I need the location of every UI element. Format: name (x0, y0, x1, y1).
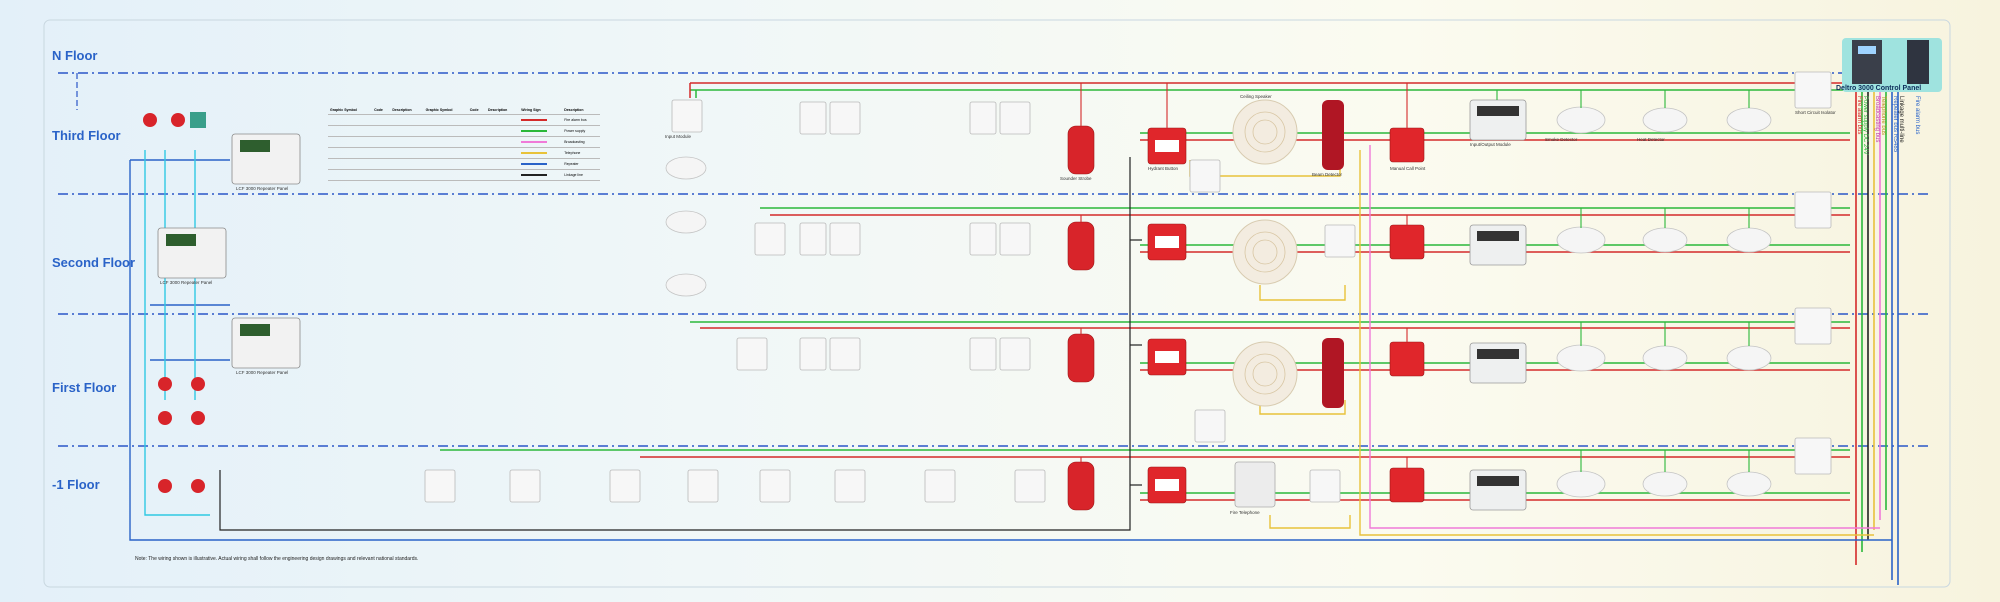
device-modules (424, 71, 1832, 503)
repeater-panel-shapes (157, 133, 301, 369)
bus-label: Linkage multi-line (1898, 96, 1904, 143)
legend-desc: Linkage line (562, 169, 600, 181)
device-label-smoke: Smoke Detector (1545, 137, 1578, 142)
smoke-detectors (665, 106, 1772, 498)
legend-swatch (521, 163, 548, 166)
n-floor-buses (689, 82, 1850, 98)
floor-label-third: Third Floor (52, 128, 121, 143)
legend-desc: Fire alarm bus (562, 114, 600, 126)
legend-header: Graphic Symbol (423, 106, 468, 115)
device-label-telephone: Fire Telephone (1230, 510, 1260, 515)
ceiling-speakers (1232, 99, 1298, 407)
repeater-label-first: LCF 3000 Repeater Panel (236, 370, 289, 375)
legend-header: Code (467, 106, 486, 115)
legend-header: Wiring Sign (519, 106, 563, 115)
device-label-speaker: Ceiling Speaker (1240, 94, 1272, 99)
control-panel-label: Deltro 3000 Control Panel (1836, 85, 1922, 92)
cyan-bus (144, 150, 210, 516)
floor-label-first: First Floor (52, 380, 117, 395)
legend-desc: Power supply (562, 125, 600, 137)
device-label-isolator: Short Circuit Isolator (1795, 110, 1836, 115)
floor-label-second: Second Floor (52, 255, 136, 270)
floor-displays (1469, 99, 1527, 511)
floor-label-basement: -1 Floor (52, 477, 100, 492)
bus-label: Power supply DC 24V (1862, 96, 1868, 155)
riser-buses (1855, 90, 1899, 585)
device-label-phone: Hydrant Button (1148, 166, 1179, 171)
device-label-mcp: Manual Call Point (1390, 166, 1426, 171)
legend-swatch (521, 119, 548, 122)
bus-label: Fire alarm bus (1914, 96, 1920, 135)
legend-desc: Broadcasting (562, 136, 600, 148)
legend-desc: Repeater (562, 158, 600, 170)
legend-header: Description (562, 106, 600, 115)
sounder-strobes (1067, 125, 1095, 511)
legend-header: Graphic Symbol (328, 106, 373, 115)
device-label-sounder: Sounder Strobe (1060, 176, 1092, 181)
device-label-heat: Heat Detector (1637, 137, 1665, 142)
bus-label: Telephone bus (1880, 96, 1886, 136)
floor-label-n: N Floor (52, 48, 98, 63)
legend-swatch (521, 130, 548, 133)
linkage-line (219, 157, 1142, 531)
legend-header: Code (372, 106, 391, 115)
control-panel-shape (1842, 38, 1942, 92)
legend-swatch (521, 152, 548, 155)
repeater-label-third: LCF 3000 Repeater Panel (236, 186, 289, 191)
legend-header: Description (390, 106, 424, 115)
device-label-beam: Beam Detector (1312, 172, 1343, 177)
repeater-bus (129, 159, 1892, 541)
repeater-label-second: LCF 3000 Repeater Panel (160, 280, 213, 285)
legend-header: Description (486, 106, 520, 115)
legend-desc: Telephone (562, 147, 600, 159)
footnote: Note: The wiring shown is illustrative. … (135, 556, 419, 562)
legend-table: Graphic Symbol Code Description Graphic … (328, 106, 600, 181)
legend-swatch (521, 174, 548, 177)
device-label-input: Input Module (665, 134, 692, 139)
floor-dividers (58, 72, 1930, 447)
legend-swatch (521, 141, 548, 144)
aux-wiring (1189, 145, 1880, 536)
device-label-io: Input/Output Module (1470, 142, 1511, 147)
floor-buses (440, 132, 1850, 501)
